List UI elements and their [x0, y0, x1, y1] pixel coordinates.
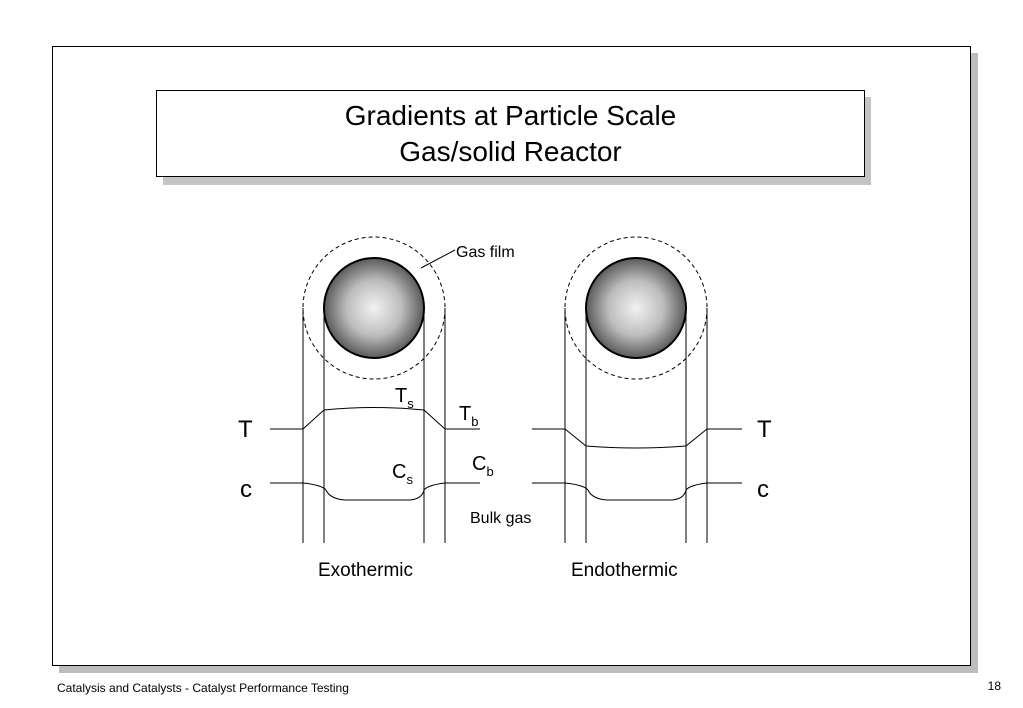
- cs-main: C: [392, 461, 406, 483]
- bulk-temperature-label: Tb: [459, 403, 478, 429]
- endothermic-caption: Endothermic: [571, 560, 678, 581]
- left-temperature-axis-label: T: [238, 416, 253, 443]
- ts-subscript: s: [407, 396, 414, 411]
- gas-film-label: Gas film: [456, 244, 515, 261]
- ts-main: T: [395, 385, 407, 407]
- title-box: Gradients at Particle Scale Gas/solid Re…: [156, 90, 865, 177]
- left-catalyst-particle: [323, 257, 425, 359]
- exothermic-particle-group: [270, 236, 480, 543]
- exothermic-caption: Exothermic: [318, 560, 413, 581]
- cb-main: C: [472, 453, 486, 475]
- footer-page-number: 18: [987, 679, 1001, 693]
- right-concentration-axis-label: c: [757, 476, 769, 503]
- tb-main: T: [459, 403, 471, 425]
- slide-title-line-2: Gas/solid Reactor: [399, 135, 622, 167]
- right-catalyst-particle: [585, 257, 687, 359]
- tb-subscript: b: [471, 414, 478, 429]
- surface-concentration-label: Cs: [392, 461, 413, 487]
- exothermic-temperature-profile: [270, 407, 480, 430]
- left-concentration-axis-label: c: [240, 476, 252, 503]
- endothermic-temperature-profile: [532, 428, 742, 449]
- bulk-gas-label: Bulk gas: [470, 510, 531, 527]
- right-temperature-axis-label: T: [757, 416, 772, 443]
- gas-film-pointer: [420, 249, 456, 269]
- cs-subscript: s: [406, 472, 413, 487]
- footer-course-title: Catalysis and Catalysts - Catalyst Perfo…: [57, 681, 349, 695]
- bulk-concentration-label: Cb: [472, 453, 494, 479]
- cb-subscript: b: [486, 464, 493, 479]
- endothermic-particle-group: [532, 236, 742, 543]
- exothermic-concentration-profile: [270, 482, 480, 501]
- surface-temperature-label: Ts: [395, 385, 414, 411]
- endothermic-concentration-profile: [532, 482, 742, 501]
- slide-title-line-1: Gradients at Particle Scale: [344, 99, 677, 131]
